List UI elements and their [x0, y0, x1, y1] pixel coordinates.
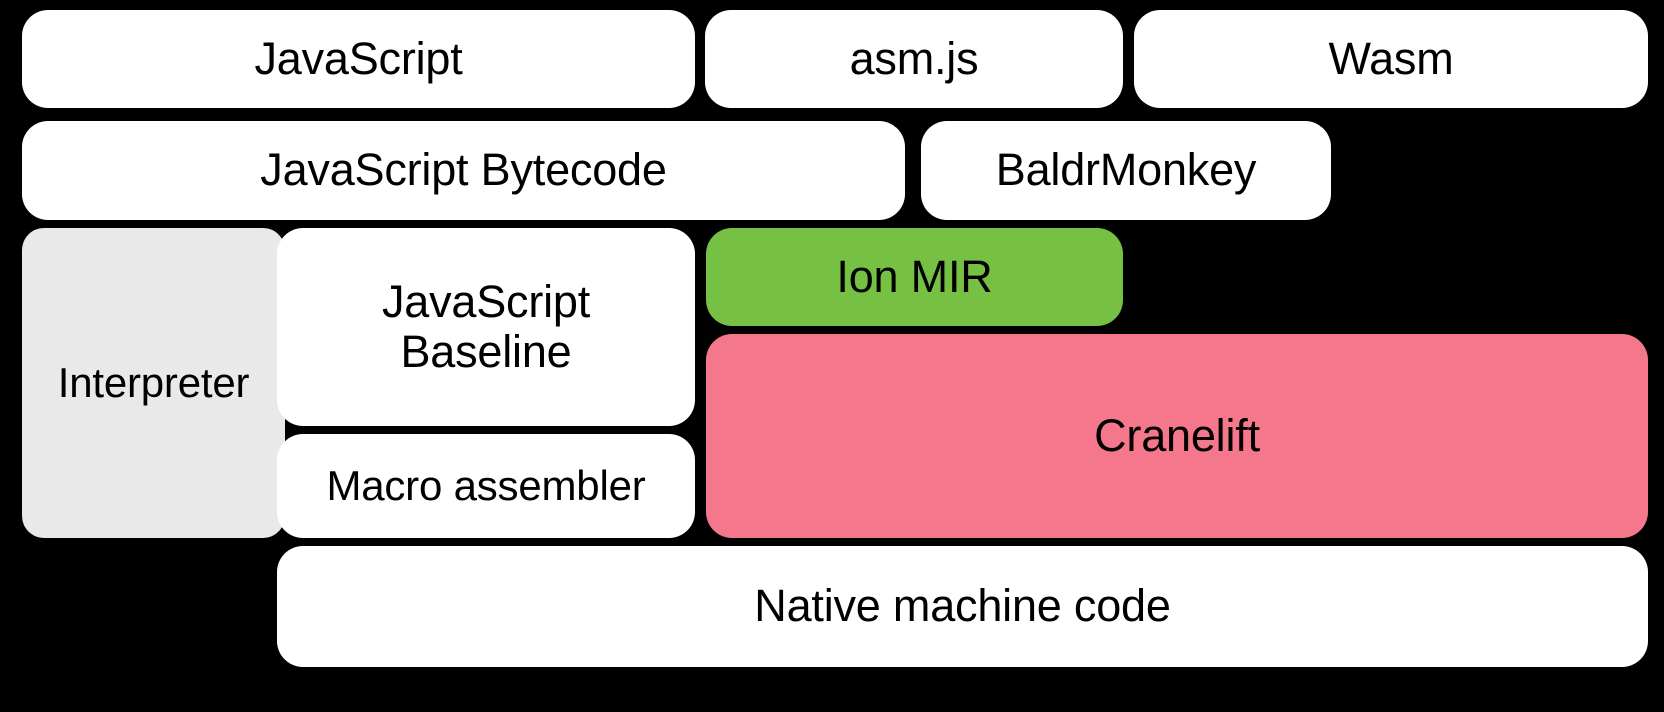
box-wasm: Wasm [1134, 10, 1648, 108]
box-asm-js: asm.js [705, 10, 1123, 108]
box-interpreter: Interpreter [22, 228, 285, 538]
box-baldrmonkey: BaldrMonkey [921, 121, 1331, 220]
box-native-machine-code: Native machine code [277, 546, 1648, 667]
box-javascript: JavaScript [22, 10, 695, 108]
box-javascript-baseline: JavaScript Baseline [277, 228, 695, 426]
box-cranelift: Cranelift [706, 334, 1648, 538]
box-ion-mir: Ion MIR [706, 228, 1123, 326]
box-javascript-bytecode: JavaScript Bytecode [22, 121, 905, 220]
box-macro-assembler: Macro assembler [277, 434, 695, 538]
